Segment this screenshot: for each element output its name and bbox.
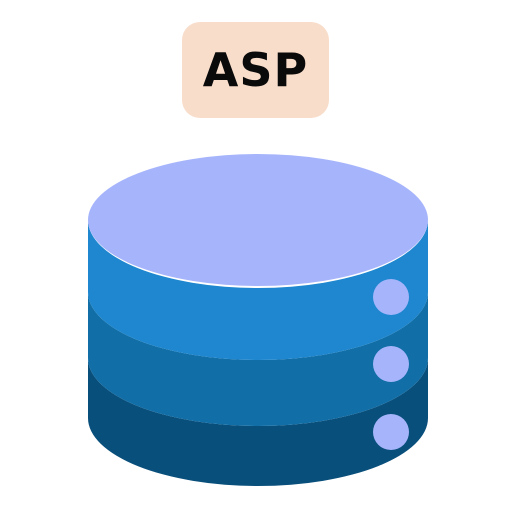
database-layer-top: [88, 220, 428, 360]
indicator-dot-1: [373, 279, 409, 315]
database-layer-middle: [88, 292, 428, 426]
database-layer-bottom: [88, 358, 428, 486]
label-badge: ASP: [182, 22, 329, 118]
indicator-dot-3: [373, 414, 409, 450]
badge-label: ASP: [202, 43, 309, 97]
database-cap: [88, 154, 428, 286]
indicator-dot-2: [373, 346, 409, 382]
